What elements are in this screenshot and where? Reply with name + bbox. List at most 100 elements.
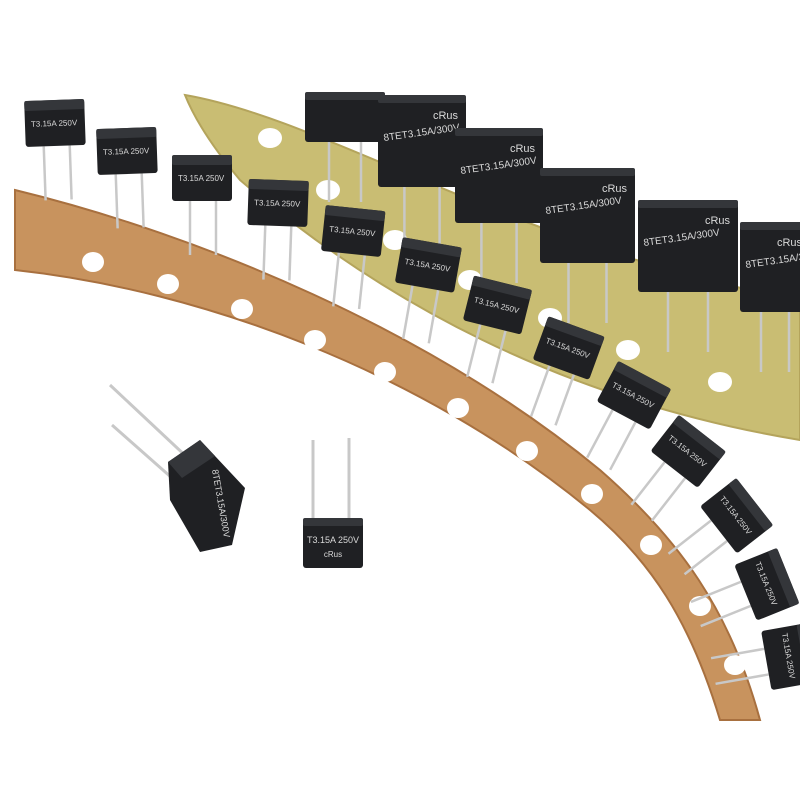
small-fuse: T3.15A 250V — [630, 415, 726, 522]
lead-wire — [288, 226, 293, 281]
fuse-top — [729, 478, 773, 531]
fuse-body — [24, 99, 86, 147]
fuse-cert-mark: cRus — [433, 110, 459, 122]
lead-wire — [529, 365, 551, 417]
small-fuse: T3.15A 250V — [172, 155, 232, 255]
lead-wire — [140, 173, 145, 228]
small-fuse: T3.15A 250V — [463, 275, 532, 384]
fuse-cert-mark: cRus — [705, 215, 731, 227]
fuse-rating-mark: T3.15A 250V — [307, 535, 359, 545]
fuse-top — [303, 518, 363, 526]
loose-front-fuse: T3.15A 250V cRus — [303, 438, 363, 568]
lead-wire — [710, 647, 765, 660]
small-fuse: T3.15A 250V — [395, 237, 462, 344]
fuse-rating-mark: T3.15A 250V — [254, 198, 301, 209]
lead-wire — [715, 673, 769, 686]
fuse-body — [740, 222, 800, 312]
fuse-top — [324, 205, 386, 222]
lead-wire — [683, 539, 728, 576]
small-fuse: T3.15A 250V — [529, 316, 605, 426]
sprocket-hole — [724, 655, 746, 675]
small-fuse: T3.15A 250V — [247, 179, 309, 281]
fuse-body — [378, 95, 466, 187]
lead-wire — [609, 421, 637, 471]
fuse-top — [540, 168, 635, 176]
fuse-top — [638, 200, 738, 208]
large-fuse — [305, 92, 385, 202]
fuse-body — [701, 479, 772, 553]
fuse-top — [248, 179, 309, 191]
fuse-cert-mark: cRus — [777, 237, 800, 249]
lead-wire — [108, 383, 192, 462]
fuse-body — [761, 623, 800, 690]
small-fuse: T3.15A 250V — [96, 127, 158, 229]
brown-tape-strip — [14, 188, 762, 721]
lead-wire — [262, 225, 267, 280]
lead-wire — [650, 477, 687, 522]
fuse-top — [96, 127, 157, 139]
fuse-body — [540, 168, 635, 263]
fuse-top — [401, 237, 462, 258]
sprocket-hole — [447, 398, 469, 418]
fuse-top — [168, 440, 215, 478]
sprocket-hole — [258, 128, 282, 148]
fuse-top — [305, 92, 385, 100]
fuse-top — [378, 95, 466, 103]
large-fuse-row: cRus8TET3.15A/300VcRus8TET3.15A/300VcRus… — [305, 92, 800, 372]
lead-wire — [465, 324, 482, 378]
fuse-body — [651, 416, 725, 487]
lead-wire — [357, 255, 366, 310]
lead-wire — [630, 461, 666, 506]
sprocket-hole — [374, 362, 396, 382]
fuse-cert-mark: cRus — [602, 183, 628, 195]
fuse-top — [768, 548, 799, 607]
sprocket-hole — [383, 230, 407, 250]
sprocket-hole — [304, 330, 326, 350]
sprocket-hole — [231, 299, 253, 319]
small-fuse: T3.15A 250V — [321, 205, 386, 310]
fuse-body — [303, 518, 363, 568]
sprocket-hole — [516, 441, 538, 461]
fuse-body — [597, 361, 671, 429]
lead-wire — [427, 289, 440, 344]
fuse-top — [471, 275, 532, 300]
small-fuse: T3.15A 250V — [690, 548, 799, 628]
fuse-top — [673, 415, 726, 459]
lead-wire — [554, 374, 576, 426]
small-fuse: T3.15A 250V — [667, 478, 773, 576]
sprocket-hole — [616, 340, 640, 360]
fuse-top — [614, 361, 671, 398]
fuse-body — [172, 155, 232, 201]
lead-wire — [331, 252, 341, 307]
lead-wire — [700, 604, 752, 628]
loose-side-fuse: 8TET3.15A/300V — [108, 383, 245, 552]
sprocket-hole — [581, 484, 603, 504]
lead-wire — [586, 409, 614, 459]
loose-fuses: 8TET3.15A/300V T3.15A 250V cRus — [108, 383, 363, 568]
lead-wire — [491, 330, 507, 384]
fuse-body — [455, 128, 543, 223]
fuse-body — [96, 127, 158, 175]
sprocket-hole — [157, 274, 179, 294]
fuse-rating-mark: T3.15A 250V — [31, 118, 78, 129]
small-fuse: T3.15A 250V — [586, 361, 671, 471]
small-fuse: T3.15A 250V — [24, 99, 86, 201]
fuse-rating-mark: T3.15A 250V — [103, 146, 150, 157]
lead-wire — [401, 285, 414, 339]
fuse-body — [305, 92, 385, 142]
fuse-top — [24, 99, 85, 111]
brown-carrier-tape — [14, 188, 762, 721]
lead-wire — [690, 580, 742, 604]
fuse-rating-mark: T3.15A 250V — [178, 174, 225, 183]
small-fuse: T3.15A 250V — [710, 623, 800, 690]
fuse-cert-mark: cRus — [324, 550, 342, 559]
sprocket-hole — [640, 535, 662, 555]
